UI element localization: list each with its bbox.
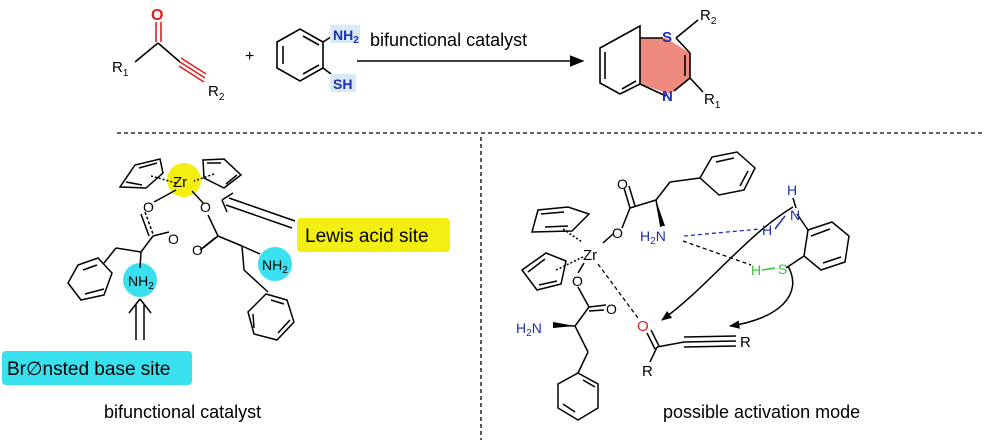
left-oxygen-4: O: [192, 242, 203, 258]
alkyne-bond: [179, 61, 206, 79]
reactant-thiol: SH: [333, 76, 352, 92]
amine-highlight: [330, 25, 360, 43]
thiazepine-ring-fill: [640, 38, 690, 94]
amine-h-bonded: H: [762, 222, 772, 238]
lower-wedge: [553, 322, 575, 328]
amine-h-top: H: [787, 182, 797, 198]
plus-sign: +: [245, 48, 254, 65]
alkynone-r-left: R: [642, 363, 653, 380]
right-oxygen-1: O: [612, 225, 623, 241]
left-oxygen-3: O: [168, 231, 179, 247]
amine-n: N: [790, 207, 800, 223]
left-caption: bifunctional catalyst: [104, 402, 261, 422]
left-zr-label: Zr: [173, 174, 187, 191]
product-r1: R1: [704, 91, 721, 111]
bronsted-nh2-highlight-right: [258, 247, 292, 281]
product-sulfur: S: [662, 29, 672, 46]
reactant-amine: NH2: [333, 27, 359, 46]
bronsted-base-site-label: Br∅nsted base site: [7, 359, 170, 380]
thiol-h: H: [751, 262, 761, 278]
right-caption: possible activation mode: [663, 402, 860, 422]
right-zr-label: Zr: [583, 247, 597, 264]
alkynone-r-right: R: [740, 334, 751, 351]
aminothiophenol-reactant: [276, 28, 332, 82]
alkynone-oxygen: O: [151, 7, 163, 24]
right-oxygen-4: O: [606, 301, 617, 317]
lewis-acid-site-label: Lewis acid site: [305, 226, 429, 247]
alkynone-r1: R1: [112, 59, 129, 79]
product-nitrogen: N: [662, 88, 673, 105]
right-nh2-label: NH2: [262, 257, 288, 276]
nucleophile-arrow-1: [661, 206, 794, 321]
thiol-highlight: [330, 74, 356, 92]
upper-wedge: [656, 200, 665, 226]
bronsted-nh2-highlight-left: [123, 263, 157, 297]
left-nh2-label: NH2: [128, 273, 154, 292]
left-catalyst-structure: Zr O O O O NH2 NH2 Lewis acid site Br∅ns…: [2, 158, 450, 422]
left-oxygen-1: O: [143, 199, 154, 215]
lewis-acid-site-box: [297, 218, 450, 252]
reaction-arrow-label: bifunctional catalyst: [370, 30, 527, 50]
left-oxygen-2: O: [200, 199, 211, 215]
alkynone-r2: R2: [208, 83, 225, 103]
alkynone-carbonyl-o: O: [637, 318, 649, 335]
right-activation-structure: Zr O O O O H2N H2N H N H H S O R R possi…: [516, 151, 860, 422]
bronsted-base-site-box: [2, 351, 192, 385]
thiol-s: S: [778, 261, 787, 277]
lower-h2n: H2N: [516, 320, 542, 339]
upper-h2n: H2N: [640, 228, 666, 247]
benzothiazepine-product: S N R2 R1: [599, 7, 721, 111]
lewis-zr-highlight: [167, 163, 201, 197]
nucleophile-arrow-2: [728, 265, 794, 329]
product-r2: R2: [700, 7, 717, 27]
alkynone-reactant: [134, 22, 207, 83]
right-oxygen-3: O: [572, 273, 583, 289]
right-oxygen-2: O: [617, 176, 628, 192]
